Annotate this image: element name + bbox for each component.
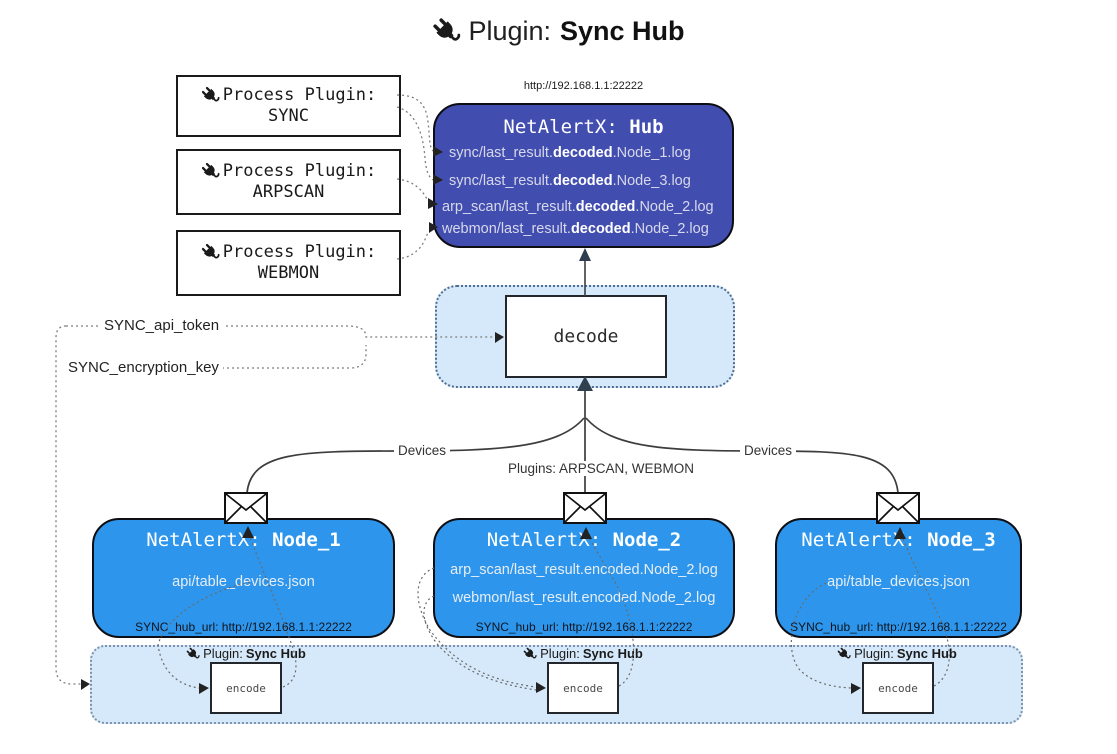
process-plugin-sync-name: SYNC xyxy=(268,106,309,126)
node-1-title: NetAlertX: Node_1 xyxy=(146,529,341,551)
encode-label: encode xyxy=(563,681,603,695)
node-2-file: arp_scan/last_result.encoded.Node_2.log xyxy=(450,562,718,578)
node-2-file: webmon/last_result.encoded.Node_2.log xyxy=(452,590,716,606)
encode-box-1: encode xyxy=(210,662,282,714)
process-plugin-sync-label: Process Plugin: xyxy=(201,85,377,106)
edge-label-devices-right: Devices xyxy=(740,443,797,458)
process-plugin-arpscan-box: Process Plugin: ARPSCAN xyxy=(176,149,401,215)
node-1-hub-url: SYNC_hub_url: http://192.168.1.1:22222 xyxy=(135,620,352,634)
edge-label-devices-left: Devices xyxy=(394,443,451,458)
hub-log-line: sync/last_result.decoded.Node_3.log xyxy=(449,173,691,189)
plug-icon xyxy=(201,243,220,262)
process-plugin-arpscan-label: Process Plugin: xyxy=(201,161,377,182)
setting-sync-encryption-key: SYNC_encryption_key xyxy=(64,359,223,376)
page-title: Plugin: Sync Hub xyxy=(0,16,1117,47)
envelope-icon xyxy=(563,492,607,524)
envelope-icon xyxy=(224,492,268,524)
encode-plugin-label: Plugin:Sync Hub xyxy=(166,646,326,661)
hub-url: http://192.168.1.1:22222 xyxy=(523,80,644,92)
encode-box-2: encode xyxy=(547,662,619,714)
node-1-file: api/table_devices.json xyxy=(172,574,315,590)
node-1-box: NetAlertX: Node_1 api/table_devices.json… xyxy=(92,518,395,638)
setting-sync-api-token: SYNC_api_token xyxy=(100,317,224,334)
process-plugin-label-text: Process Plugin: xyxy=(222,242,377,262)
plug-icon xyxy=(201,86,220,105)
hub-title: NetAlertX: Hub xyxy=(435,116,732,138)
process-plugin-webmon-box: Process Plugin: WEBMON xyxy=(176,230,401,296)
encode-label: encode xyxy=(878,681,918,695)
process-plugin-webmon-label: Process Plugin: xyxy=(201,242,377,263)
plug-icon xyxy=(837,647,851,661)
hub-box: NetAlertX: Hub sync/last_result.decoded.… xyxy=(433,103,734,248)
envelope-icon xyxy=(876,492,920,524)
title-prefix: Plugin: xyxy=(468,16,552,46)
node-2-hub-url: SYNC_hub_url: http://192.168.1.1:22222 xyxy=(475,620,693,634)
process-plugin-label-text: Process Plugin: xyxy=(222,161,377,181)
node-2-title: NetAlertX: Node_2 xyxy=(486,529,682,551)
node-2-box: NetAlertX: Node_2 arp_scan/last_result.e… xyxy=(433,518,735,638)
edge-label-plugins-center: Plugins: ARPSCAN, WEBMON xyxy=(504,461,699,476)
hub-log-line: arp_scan/last_result.decoded.Node_2.log xyxy=(442,199,714,215)
process-plugin-label-text: Process Plugin: xyxy=(222,85,377,105)
hub-log-line: sync/last_result.decoded.Node_1.log xyxy=(449,145,691,161)
encode-box-3: encode xyxy=(862,662,934,714)
hub-title-name: Hub xyxy=(629,116,664,138)
encode-label: encode xyxy=(226,681,266,695)
encode-plugin-label: Plugin:Sync Hub xyxy=(503,646,663,661)
process-plugin-arpscan-name: ARPSCAN xyxy=(252,182,325,202)
plug-icon xyxy=(523,647,537,661)
encode-plugin-label: Plugin:Sync Hub xyxy=(817,646,977,661)
node-3-box: NetAlertX: Node_3 api/table_devices.json… xyxy=(775,518,1022,638)
plug-icon xyxy=(432,17,461,46)
hub-title-prefix: NetAlertX: xyxy=(503,116,618,138)
hub-log-line: webmon/last_result.decoded.Node_2.log xyxy=(442,221,709,237)
plug-icon xyxy=(186,647,200,661)
decode-box: decode xyxy=(505,295,667,378)
title-name: Sync Hub xyxy=(560,16,685,46)
plug-icon xyxy=(201,162,220,181)
node-3-hub-url: SYNC_hub_url: http://192.168.1.1:22222 xyxy=(790,620,1007,634)
process-plugin-sync-box: Process Plugin: SYNC xyxy=(176,75,401,137)
node-3-file: api/table_devices.json xyxy=(827,574,970,590)
decode-label: decode xyxy=(553,326,619,347)
process-plugin-webmon-name: WEBMON xyxy=(257,263,320,283)
node-3-title: NetAlertX: Node_3 xyxy=(801,529,996,551)
